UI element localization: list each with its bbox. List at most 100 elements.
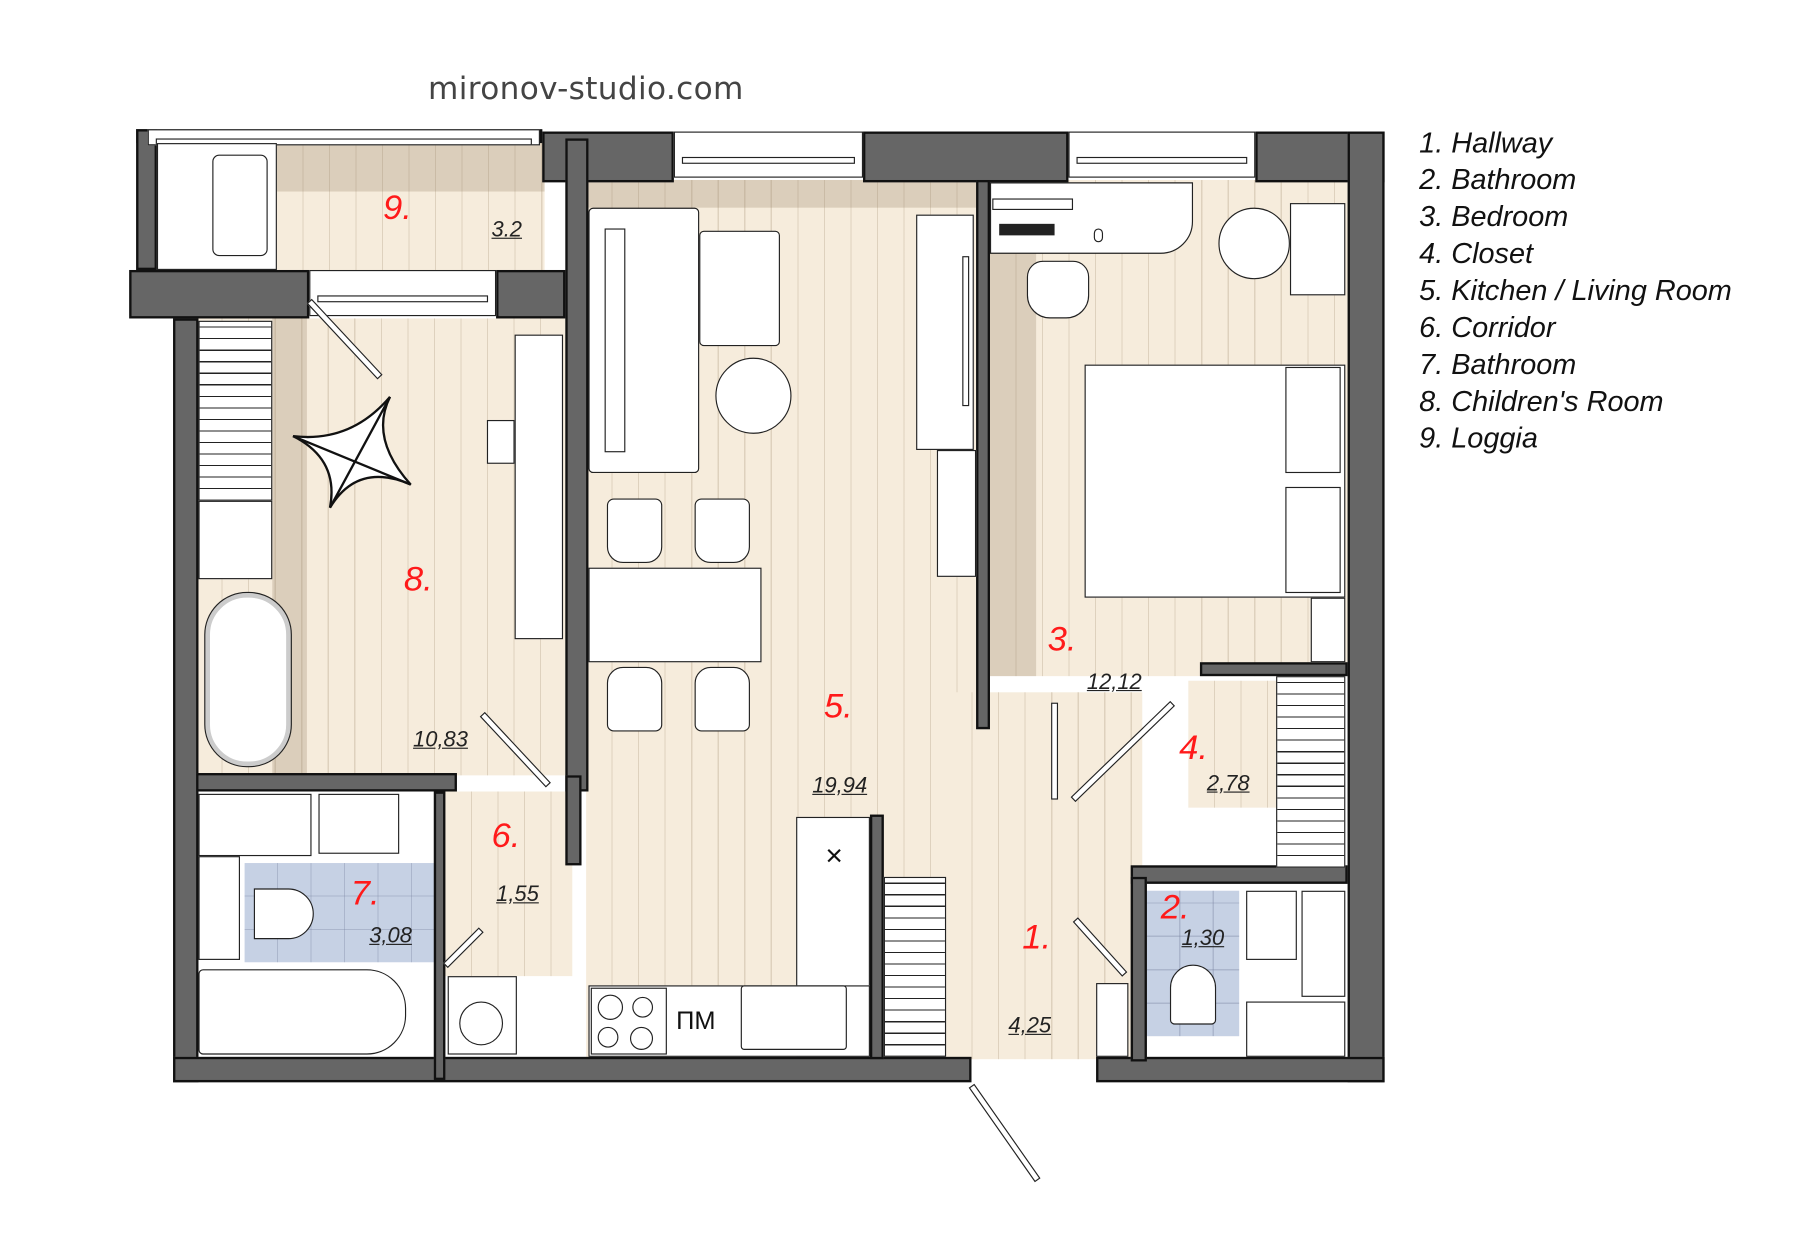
bath2-toilet <box>1169 964 1217 1025</box>
wall-kitchen-top-right <box>863 131 1069 183</box>
sofa-ottoman <box>699 230 780 347</box>
shadow-loggia <box>276 143 545 192</box>
wall-left-outer <box>173 318 199 1083</box>
dining-chair-4 <box>694 666 750 732</box>
loggia-cabinet-inner <box>212 154 268 257</box>
burner-1 <box>597 994 624 1020</box>
legend-item-childrens-room: 8. Children's Room <box>1419 385 1664 418</box>
room-area-6: 1,55 <box>496 882 539 907</box>
burner-3 <box>597 1026 619 1048</box>
sofa-back <box>604 228 626 453</box>
wall-loggia-bottom <box>129 269 310 319</box>
closet-shelving <box>1276 676 1346 868</box>
room-area-3: 12,12 <box>1086 670 1142 695</box>
keyboard <box>999 223 1055 236</box>
wall-children-kitchen <box>565 138 589 792</box>
dining-chair-1 <box>606 498 663 564</box>
bath7-cabinet <box>198 793 312 857</box>
room-number-4: 4. <box>1179 729 1209 768</box>
dining-chair-3 <box>606 666 663 732</box>
wall-kitchen-top-left <box>542 131 674 183</box>
bath7-shelf <box>198 856 240 960</box>
legend-item-bedroom: 3. Bedroom <box>1419 200 1569 234</box>
floor-closet <box>1188 680 1281 808</box>
burner-2 <box>632 996 654 1018</box>
wall-loggia-left <box>136 129 157 270</box>
hallway-wardrobe <box>883 876 947 1057</box>
legend-item-corridor: 6. Corridor <box>1419 311 1556 344</box>
washing-machine-drum <box>459 1001 504 1046</box>
room-number-7: 7. <box>350 874 380 913</box>
childrens-bed <box>204 591 292 768</box>
bath2-shelf <box>1246 1001 1346 1057</box>
legend-item-hallway: 1. Hallway <box>1419 126 1553 160</box>
bath2-cabinet <box>1301 890 1346 997</box>
wall-right-outer <box>1347 131 1385 1083</box>
wall-corridor-kitchen <box>565 775 582 866</box>
dishwasher-label: ПМ <box>676 1006 716 1035</box>
dining-chair-2 <box>694 498 750 564</box>
room-number-3: 3. <box>1047 620 1077 659</box>
bath7-sink <box>318 793 400 854</box>
bedroom-desk <box>989 182 1194 254</box>
shadow-bedroom-left <box>989 179 1037 677</box>
coffee-table <box>715 357 792 434</box>
wall-closet-top <box>1199 662 1348 677</box>
bedroom-wardrobe <box>1289 203 1346 296</box>
bath7-toilet <box>253 888 314 940</box>
room-number-2: 2. <box>1160 888 1190 927</box>
monitor <box>992 198 1074 210</box>
floor-bathroom-2 <box>1146 890 1240 1037</box>
shadow-kitchen-top <box>586 179 979 208</box>
office-chair <box>1026 260 1090 319</box>
room-area-4: 2,78 <box>1206 771 1250 797</box>
wall-bath2-top <box>1130 865 1348 884</box>
room-area-5: 19,94 <box>812 774 868 799</box>
room-area-9: 3.2 <box>491 218 523 243</box>
room-number-5: 5. <box>823 687 853 726</box>
wall-bottom-left <box>173 1056 972 1083</box>
legend-item-closet: 4. Closet <box>1419 237 1534 270</box>
wall-children-bottom <box>196 773 457 792</box>
bath2-sink <box>1246 890 1297 960</box>
hallway-shoe-rack <box>1096 983 1129 1057</box>
bedroom-shelf <box>1310 597 1346 663</box>
mouse <box>1093 228 1104 243</box>
legend-item-kitchen-living: 5. Kitchen / Living Room <box>1419 274 1732 307</box>
room-number-9: 9. <box>383 189 412 228</box>
legend-item-bathroom-2: 2. Bathroom <box>1419 163 1577 197</box>
burner-4 <box>629 1026 654 1050</box>
legend-item-bathroom-7: 7. Bathroom <box>1419 348 1577 381</box>
room-area-2: 1,30 <box>1181 926 1225 951</box>
door-entrance[interactable] <box>968 1083 1041 1183</box>
pillow-2 <box>1285 486 1341 594</box>
childrens-wardrobe <box>198 320 273 501</box>
room-area-8: 10,83 <box>413 728 468 753</box>
stove-hood-icon: × <box>825 837 843 873</box>
childrens-desk <box>514 334 564 640</box>
room-area-7: 3,08 <box>369 924 412 949</box>
window-kitchen <box>673 131 864 178</box>
canopy-tent-icon <box>288 392 415 512</box>
childrens-chair <box>486 419 515 464</box>
wall-bath2-left <box>1130 876 1147 1062</box>
dining-table <box>588 567 762 663</box>
round-side-table <box>1218 207 1290 280</box>
side-cabinet <box>936 449 977 577</box>
window-bedroom <box>1068 131 1256 178</box>
floor-bathroom-7 <box>244 863 437 963</box>
door-bedroom[interactable] <box>1051 702 1059 800</box>
room-legend: 1. Hallway 2. Bathroom 3. Bedroom 4. Clo… <box>1419 125 1732 457</box>
pillow-1 <box>1285 366 1341 474</box>
watermark: mironov-studio.com <box>428 71 744 108</box>
childrens-shelf <box>198 500 273 580</box>
window-loggia <box>147 129 540 146</box>
window-children-loggia <box>309 269 497 317</box>
bathtub <box>198 969 407 1055</box>
wall-bath7-corridor <box>433 791 446 1080</box>
tv-panel <box>962 256 970 407</box>
legend-item-loggia: 9. Loggia <box>1419 422 1538 455</box>
wall-kitchen-bedroom <box>976 179 990 730</box>
room-number-6: 6. <box>491 816 521 855</box>
